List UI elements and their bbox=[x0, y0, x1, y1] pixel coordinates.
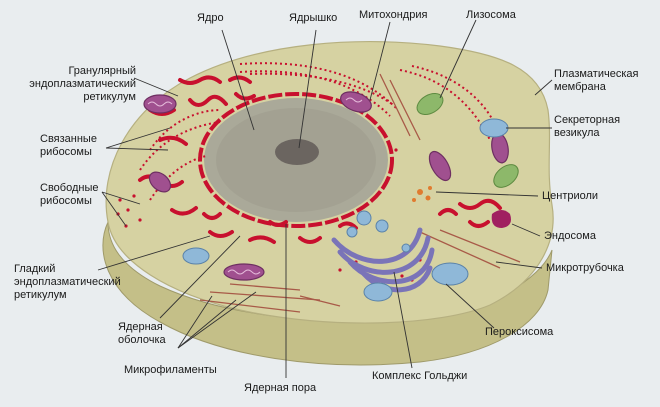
nucleus-envelope bbox=[198, 92, 394, 228]
label-centrioles: Центриоли bbox=[542, 190, 599, 202]
label-golgi: Комплекс Гольджи bbox=[372, 370, 468, 382]
cell-side bbox=[102, 221, 553, 366]
secretory-vesicles bbox=[182, 118, 509, 302]
label-endosome: Эндосома bbox=[544, 230, 596, 242]
label-secretory-vesicle: Секреторная везикула bbox=[554, 114, 621, 139]
label-nucleus: Ядро bbox=[197, 12, 224, 24]
label-plasma-membrane: Плазматическая мембрана bbox=[554, 68, 639, 93]
label-lysosome: Лизосома bbox=[466, 9, 516, 21]
lysosomes bbox=[416, 93, 519, 188]
cytoskeleton bbox=[199, 73, 521, 313]
label-mitochondrion: Митохондрия bbox=[359, 9, 428, 21]
label-nuclear-pore: Ядерная пора bbox=[244, 382, 317, 394]
label-smooth-er: Гладкий эндоплазматический ретикулум bbox=[14, 263, 121, 301]
centrioles bbox=[412, 186, 432, 202]
mitochondria bbox=[143, 91, 509, 281]
label-nucleolus: Ядрышко bbox=[289, 12, 338, 24]
golgi-vesicles bbox=[346, 210, 411, 253]
label-bound-ribosomes: Связанные рибосомы bbox=[40, 133, 97, 158]
bound-ribosomes bbox=[139, 62, 501, 201]
label-microtubule: Микротрубочка bbox=[546, 262, 624, 274]
label-nuclear-envelope: Ядерная оболочка bbox=[118, 321, 166, 346]
label-peroxisome: Пероксисома bbox=[485, 326, 554, 338]
label-microfilaments: Микрофиламенты bbox=[124, 364, 217, 376]
label-rough-er: Гранулярный эндоплазматический ретикулум bbox=[29, 65, 136, 103]
nucleolus bbox=[275, 139, 319, 165]
label-free-ribosomes: Свободные рибосомы bbox=[40, 182, 99, 207]
endosome bbox=[491, 210, 511, 228]
golgi-complex bbox=[331, 227, 435, 293]
mitochondria-cristae bbox=[147, 97, 363, 275]
leader-lines bbox=[97, 19, 553, 378]
